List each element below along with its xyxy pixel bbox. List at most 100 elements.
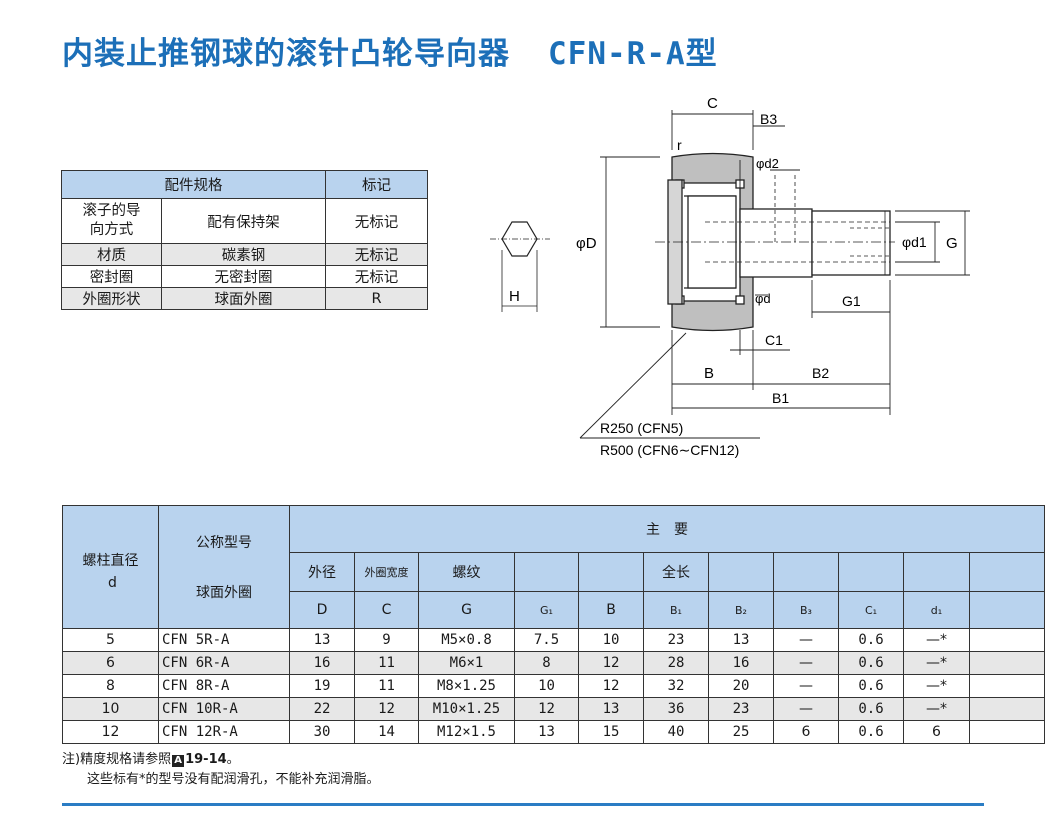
spec-cell-mark: 无标记: [325, 198, 428, 244]
dim-H: H: [509, 288, 520, 305]
table-row: 8 CFN 8R-A 19 11 M8×1.25 10 12 32 20 — 0…: [62, 674, 1045, 698]
cell-model: CFN 6R-A: [158, 651, 290, 675]
header-main: 主 要: [289, 505, 1045, 553]
cell-d1: 6: [903, 720, 970, 744]
sym-G1: G₁: [514, 591, 579, 629]
cell-D: 19: [289, 674, 355, 698]
header-model: 公称型号 球面外圈: [158, 505, 290, 629]
cell-B3: 6: [773, 720, 839, 744]
hex-end-view: [490, 221, 550, 312]
title-text: 内装止推钢球的滚针凸轮导向器: [62, 36, 510, 72]
header-model-text: 公称型号: [196, 535, 252, 551]
cell-model: CFN 10R-A: [158, 697, 290, 721]
cell-C1: 0.6: [838, 628, 904, 652]
header-blank: [578, 552, 644, 592]
cell-G: M5×0.8: [418, 628, 515, 652]
cell-B2: 25: [708, 720, 774, 744]
dim-B1: B1: [772, 390, 789, 406]
cell-D: 30: [289, 720, 355, 744]
cell-d: 10: [62, 697, 159, 721]
header-blank: [773, 552, 839, 592]
radius-note-2: R500 (CFN6∼CFN12): [600, 442, 739, 458]
cell-model: CFN 12R-A: [158, 720, 290, 744]
sym-blank: [969, 591, 1045, 629]
cell-blank: [969, 720, 1045, 744]
cell-d: 8: [62, 674, 159, 698]
cell-d1: —*: [903, 628, 970, 652]
cell-C1: 0.6: [838, 720, 904, 744]
cell-C: 11: [354, 674, 419, 698]
cell-D: 22: [289, 697, 355, 721]
cell-B2: 13: [708, 628, 774, 652]
page-ref: 19-14: [185, 752, 227, 767]
cell-d: 6: [62, 651, 159, 675]
note-1-end: 。: [226, 752, 240, 767]
radius-note-1: R250 (CFN5): [600, 420, 683, 436]
dim-d1: φd1: [902, 234, 927, 250]
spec-header-spec: 配件规格: [61, 170, 326, 199]
cell-C1: 0.6: [838, 674, 904, 698]
model-name: CFN-R-A型: [548, 36, 718, 72]
cell-G: M12×1.5: [418, 720, 515, 744]
spec-header-mark: 标记: [325, 170, 428, 199]
sym-C1: C₁: [838, 591, 904, 629]
stud: [655, 175, 895, 278]
sym-B2: B₂: [708, 591, 774, 629]
sym-B1: B₁: [643, 591, 709, 629]
header-blank: [969, 552, 1045, 592]
cell-C1: 0.6: [838, 651, 904, 675]
dim-d: φd: [755, 291, 771, 306]
dim-G: G: [946, 235, 958, 252]
cell-d: 12: [62, 720, 159, 744]
cell-G1: 12: [514, 697, 579, 721]
header-d: 螺柱直径: [62, 505, 159, 629]
spec-cell-mark: R: [325, 287, 428, 310]
dimension-lines: [579, 110, 970, 439]
sym-B: B: [578, 591, 644, 629]
cell-blank: [969, 651, 1045, 675]
cell-B: 13: [578, 697, 644, 721]
page-ref-icon: A: [172, 755, 185, 767]
dim-r: r: [677, 137, 682, 153]
header-blank: [708, 552, 774, 592]
sym-D: D: [289, 591, 355, 629]
cell-B2: 23: [708, 697, 774, 721]
dim-C: C: [707, 95, 718, 112]
cell-B: 12: [578, 674, 644, 698]
cell-d1: —*: [903, 674, 970, 698]
dim-G1: G1: [842, 293, 861, 309]
dim-B2: B2: [812, 365, 829, 381]
spec-text: 滚子的导向方式: [82, 203, 141, 238]
spec-cell-value: 碳素钢: [161, 243, 326, 266]
cell-B3: —: [773, 674, 839, 698]
spec-cell-label: 外圈形状: [61, 287, 162, 310]
dimension-table: 螺柱直径 公称型号 球面外圈 主 要 外径 外圈宽度 螺纹 全长 D C G G…: [62, 505, 1045, 744]
table-row: 10 CFN 10R-A 22 12 M10×1.25 12 13 36 23 …: [62, 697, 1045, 721]
cell-C: 14: [354, 720, 419, 744]
cell-d1: —*: [903, 697, 970, 721]
spec-table: 配件规格 标记 滚子的导向方式 配有保持架 无标记 材质 碳素钢 无标记 密封圈…: [61, 170, 428, 310]
cell-blank: [969, 628, 1045, 652]
header-model-sub: 球面外圈: [196, 585, 252, 601]
cell-G: M6×1: [418, 651, 515, 675]
cell-d1: —*: [903, 651, 970, 675]
cell-G1: 10: [514, 674, 579, 698]
page-title: 内装止推钢球的滚针凸轮导向器 CFN-R-A型: [62, 28, 718, 73]
sym-d1: d₁: [903, 591, 970, 629]
header-blank: [838, 552, 904, 592]
header-blank: [903, 552, 970, 592]
cell-B3: —: [773, 651, 839, 675]
header-width: 外圈宽度: [354, 552, 419, 592]
cell-G1: 13: [514, 720, 579, 744]
note-2: 这些标有*的型号没有配润滑孔，不能补充润滑脂。: [87, 772, 380, 787]
cell-B1: 40: [643, 720, 709, 744]
dim-d2: φd2: [756, 156, 779, 171]
bottom-rule: [62, 803, 984, 806]
cell-D: 13: [289, 628, 355, 652]
header-d-text: 螺柱直径: [82, 553, 139, 569]
sym-C: C: [354, 591, 419, 629]
dim-D: φD: [576, 235, 597, 252]
cell-G1: 7.5: [514, 628, 579, 652]
spec-cell-label: 材质: [61, 243, 162, 266]
